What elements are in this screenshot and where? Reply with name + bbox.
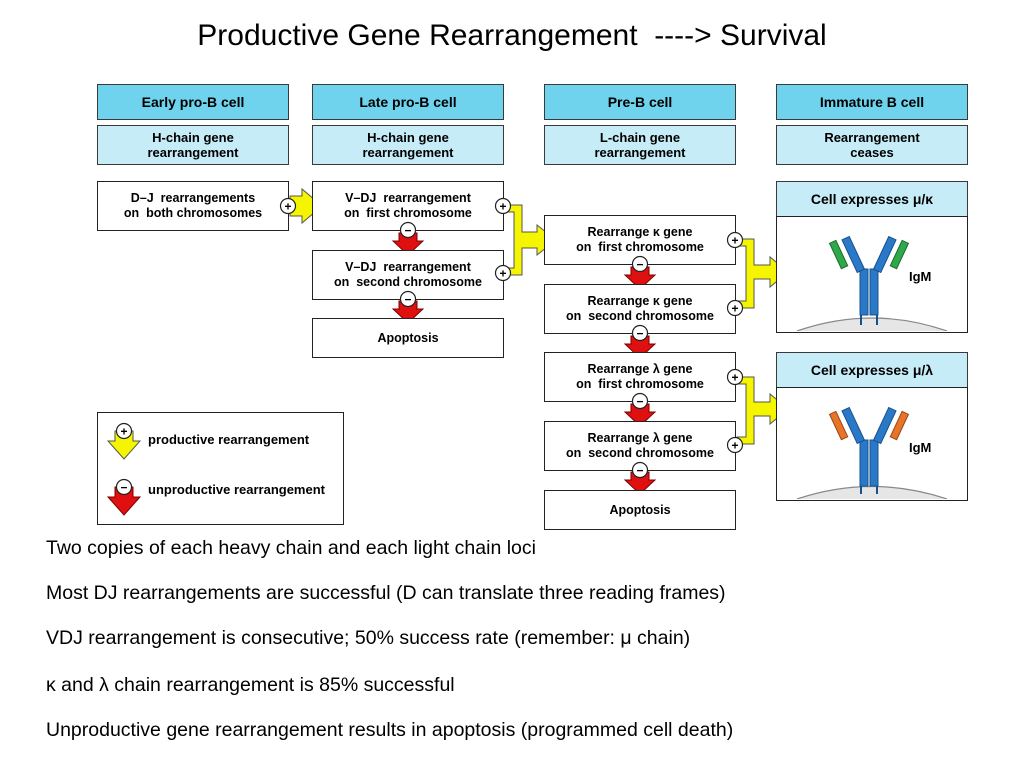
stage-name: Pre-B cell xyxy=(607,94,673,110)
expression-title: Cell expresses μ/λ xyxy=(810,362,934,378)
productive-arrow-icon: + xyxy=(106,422,142,460)
svg-text:−: − xyxy=(636,395,643,409)
productive-bracket-heavy xyxy=(504,204,557,276)
process-label: H-chain gene rearrangement xyxy=(362,130,454,160)
stage-header-early-pro-b: Early pro-B cell xyxy=(97,84,289,120)
note-line-1: Two copies of each heavy chain and each … xyxy=(46,537,536,559)
minus-icon: − xyxy=(631,255,649,273)
svg-text:−: − xyxy=(636,464,643,478)
step-dj-rearrangement: D–J rearrangements on both chromosomes xyxy=(97,181,289,231)
svg-text:+: + xyxy=(120,425,127,439)
plus-icon: + xyxy=(279,197,297,215)
page-title: Productive Gene Rearrangement ----> Surv… xyxy=(0,18,1024,54)
step-apoptosis-light: Apoptosis xyxy=(544,490,736,530)
minus-icon: − xyxy=(399,290,417,308)
step-label: Rearrange κ gene on second chromosome xyxy=(566,294,714,323)
svg-text:+: + xyxy=(284,200,291,214)
minus-icon: − xyxy=(631,324,649,342)
minus-icon: − xyxy=(631,392,649,410)
svg-text:−: − xyxy=(636,327,643,341)
note-line-2: Most DJ rearrangements are successful (D… xyxy=(46,582,726,604)
stage-process-early-pro-b: H-chain gene rearrangement xyxy=(97,125,289,165)
step-label: V–DJ rearrangement on first chromosome xyxy=(344,191,472,220)
expression-title: Cell expresses μ/κ xyxy=(810,191,934,207)
step-label: Apoptosis xyxy=(377,330,439,345)
note-line-5: Unproductive gene rearrangement results … xyxy=(46,719,734,741)
svg-text:+: + xyxy=(499,200,506,214)
svg-text:+: + xyxy=(731,234,738,248)
step-label: D–J rearrangements on both chromosomes xyxy=(123,191,263,220)
step-label: Rearrange λ gene on first chromosome xyxy=(576,362,704,391)
igm-label: IgM xyxy=(909,440,932,455)
igm-label: IgM xyxy=(909,269,932,284)
step-lambda-second: Rearrange λ gene on second chromosome xyxy=(544,421,736,471)
plus-icon: + xyxy=(726,436,744,454)
step-vdj-first: V–DJ rearrangement on first chromosome xyxy=(312,181,504,231)
minus-icon: − xyxy=(631,461,649,479)
unproductive-arrow-icon: − xyxy=(106,478,142,516)
stage-process-pre-b: L-chain gene rearrangement xyxy=(544,125,736,165)
stage-process-immature-b: Rearrangement ceases xyxy=(776,125,968,165)
svg-text:+: + xyxy=(731,371,738,385)
svg-text:+: + xyxy=(499,267,506,281)
note-line-4: κ and λ chain rearrangement is 85% succe… xyxy=(46,674,455,696)
igm-kappa-antibody-icon xyxy=(796,235,948,332)
productive-bracket-lambda xyxy=(736,376,789,445)
step-label: V–DJ rearrangement on second chromosome xyxy=(334,260,482,289)
svg-text:−: − xyxy=(404,293,411,307)
plus-icon: + xyxy=(726,368,744,386)
step-label: Rearrange κ gene on first chromosome xyxy=(576,225,704,254)
plus-icon: + xyxy=(726,231,744,249)
title-text: Productive Gene Rearrangement ----> Surv… xyxy=(197,19,827,52)
stage-name: Immature B cell xyxy=(819,94,925,110)
legend: + − productive rearrangement unproductiv… xyxy=(97,412,344,525)
svg-text:−: − xyxy=(404,224,411,238)
svg-text:+: + xyxy=(731,439,738,453)
legend-productive-label: productive rearrangement xyxy=(148,432,310,447)
legend-unproductive-label: unproductive rearrangement xyxy=(148,482,325,497)
step-label: Apoptosis xyxy=(609,502,671,517)
productive-bracket-kappa xyxy=(736,238,789,309)
stage-name: Late pro-B cell xyxy=(359,94,457,110)
step-apoptosis-heavy: Apoptosis xyxy=(312,318,504,358)
step-label: Rearrange λ gene on second chromosome xyxy=(566,431,714,460)
svg-text:−: − xyxy=(636,258,643,272)
igm-kappa-panel: IgM xyxy=(776,216,968,333)
note-line-3: VDJ rearrangement is consecutive; 50% su… xyxy=(46,627,691,649)
svg-text:+: + xyxy=(731,302,738,316)
legend-icons: + − xyxy=(106,422,142,516)
stage-header-late-pro-b: Late pro-B cell xyxy=(312,84,504,120)
igm-lambda-antibody-icon xyxy=(796,406,948,500)
plus-icon: + xyxy=(494,197,512,215)
process-label: L-chain gene rearrangement xyxy=(594,130,686,160)
stage-name: Early pro-B cell xyxy=(141,94,245,110)
minus-icon: − xyxy=(399,221,417,239)
plus-icon: + xyxy=(726,299,744,317)
process-label: H-chain gene rearrangement xyxy=(147,130,239,160)
igm-lambda-panel: IgM xyxy=(776,387,968,501)
expression-header-kappa: Cell expresses μ/κ xyxy=(776,181,968,217)
plus-icon: + xyxy=(494,264,512,282)
stage-header-immature-b: Immature B cell xyxy=(776,84,968,120)
svg-text:−: − xyxy=(120,481,127,495)
expression-header-lambda: Cell expresses μ/λ xyxy=(776,352,968,388)
stage-process-late-pro-b: H-chain gene rearrangement xyxy=(312,125,504,165)
stage-header-pre-b: Pre-B cell xyxy=(544,84,736,120)
process-label: Rearrangement ceases xyxy=(824,130,920,160)
